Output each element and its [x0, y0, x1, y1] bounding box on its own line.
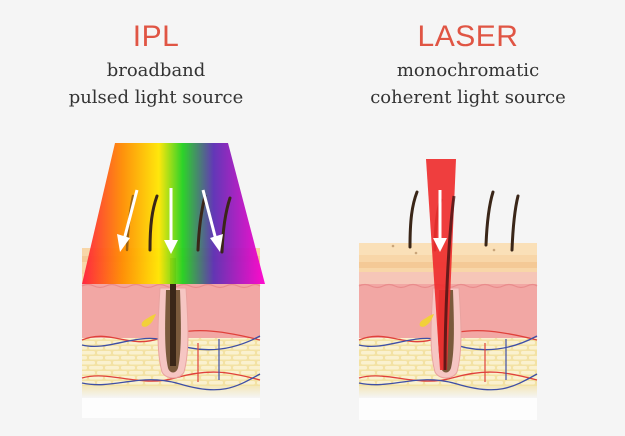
- light-arrow: [433, 190, 447, 252]
- laser-subtitle-line2: coherent light source: [370, 87, 566, 108]
- ipl-skin-block: [81, 248, 261, 418]
- ipl-panel: IPL broadband pulsed light source: [0, 0, 312, 436]
- laser-title: LASER: [417, 20, 519, 53]
- hair: [408, 190, 419, 249]
- ipl-skin-diagram: [81, 143, 265, 418]
- sebaceous-gland: [419, 314, 434, 327]
- laser-subtitle-line1: monochromatic: [396, 60, 540, 81]
- arrow-left: [122, 189, 139, 241]
- ipl-subtitle-line2: pulsed light source: [68, 87, 244, 108]
- hair: [148, 194, 159, 252]
- arrow-right: [201, 189, 218, 241]
- hair: [220, 196, 232, 254]
- laser-panel: LASER monochromatic coherent light sourc…: [312, 0, 624, 436]
- broadband-light-beam: [82, 143, 265, 284]
- hair-shaft: [443, 195, 456, 371]
- light-arrows: [117, 188, 223, 254]
- sebaceous-gland: [141, 314, 156, 327]
- ipl-title: IPL: [132, 20, 180, 53]
- ipl-subtitle-line1: broadband: [106, 60, 206, 81]
- laser-beam: [426, 159, 456, 370]
- laser-skin-diagram: [358, 159, 538, 420]
- hair: [510, 194, 520, 252]
- hair-shaft: [170, 258, 176, 366]
- hair: [484, 190, 495, 247]
